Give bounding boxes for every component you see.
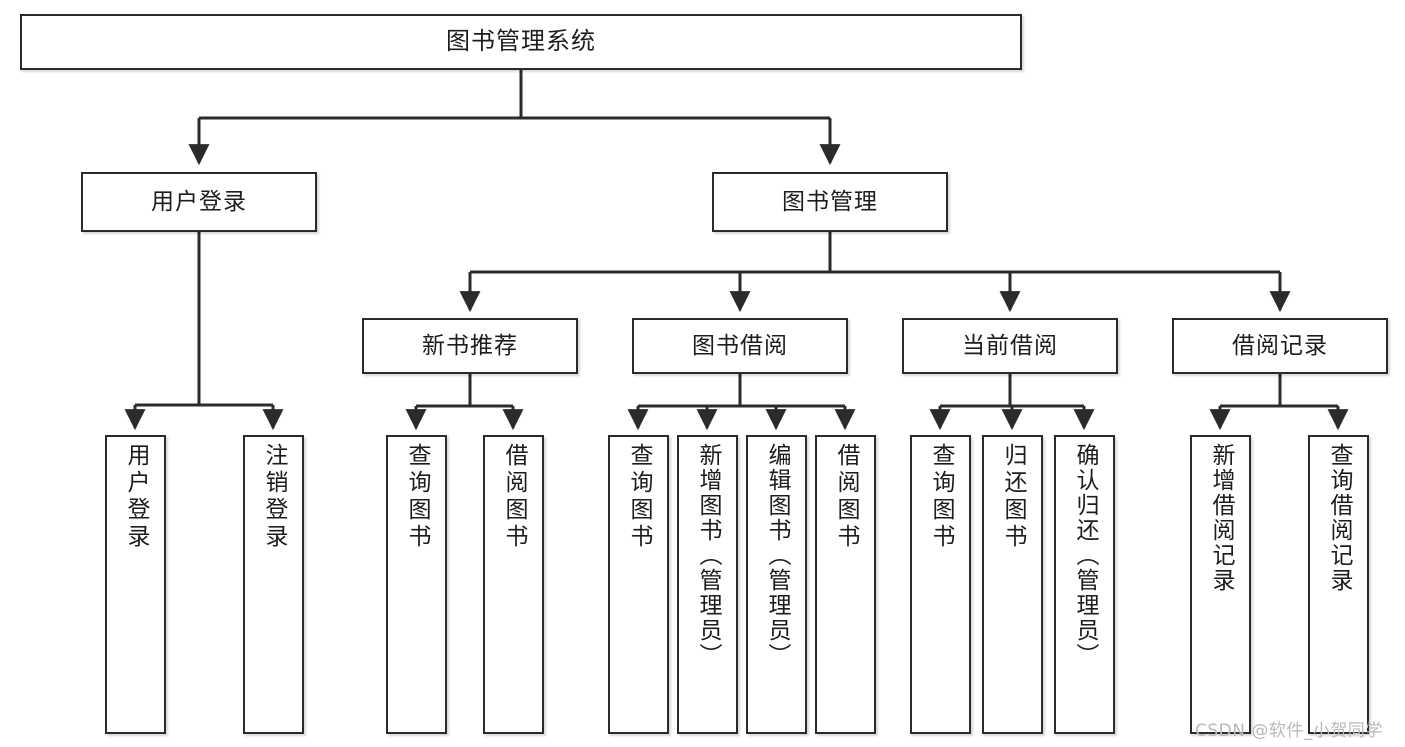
node-leaf-borrow-book-2[interactable]: 借阅图书 [815, 435, 876, 734]
node-leaf-return-book[interactable]: 归还图书 [982, 435, 1043, 734]
node-leaf-user-login-label: 用户登录 [123, 443, 149, 551]
node-book-borrow-label: 图书借阅 [692, 332, 788, 359]
node-leaf-query-book-3-label: 查询图书 [928, 443, 954, 551]
node-book-manage[interactable]: 图书管理 [712, 172, 948, 232]
node-leaf-borrow-book-2-label: 借阅图书 [833, 443, 859, 551]
node-leaf-user-logout-label: 注销登录 [261, 443, 287, 551]
node-leaf-query-book-3[interactable]: 查询图书 [910, 435, 971, 734]
node-user-login-label: 用户登录 [151, 188, 247, 215]
node-leaf-return-book-label: 归还图书 [1000, 443, 1026, 551]
node-current-borrow-label: 当前借阅 [962, 332, 1058, 359]
node-leaf-confirm-return[interactable]: 确认归还（管理员） [1054, 435, 1115, 734]
node-leaf-borrow-book-1[interactable]: 借阅图书 [483, 435, 544, 734]
node-borrow-record-label: 借阅记录 [1232, 332, 1328, 359]
node-user-login[interactable]: 用户登录 [81, 172, 317, 232]
node-leaf-edit-book-label: 编辑图书（管理员） [764, 443, 790, 668]
node-borrow-record[interactable]: 借阅记录 [1172, 318, 1388, 374]
node-leaf-query-book-2-label: 查询图书 [626, 443, 652, 551]
node-leaf-user-login[interactable]: 用户登录 [105, 435, 166, 734]
node-book-manage-label: 图书管理 [782, 188, 878, 215]
node-leaf-query-book-2[interactable]: 查询图书 [608, 435, 669, 734]
node-leaf-query-borrow-record-label: 查询借阅记录 [1326, 443, 1352, 593]
node-root[interactable]: 图书管理系统 [20, 14, 1022, 70]
node-root-label: 图书管理系统 [446, 27, 596, 56]
node-leaf-query-book-1-label: 查询图书 [404, 443, 430, 551]
node-leaf-query-book-1[interactable]: 查询图书 [386, 435, 447, 734]
node-leaf-add-borrow-record-label: 新增借阅记录 [1208, 443, 1234, 593]
node-leaf-borrow-book-1-label: 借阅图书 [501, 443, 527, 551]
node-new-book-recommend-label: 新书推荐 [422, 332, 518, 359]
node-leaf-confirm-return-label: 确认归还（管理员） [1072, 443, 1098, 668]
node-leaf-add-book[interactable]: 新增图书（管理员） [677, 435, 738, 734]
node-current-borrow[interactable]: 当前借阅 [902, 318, 1118, 374]
node-leaf-edit-book[interactable]: 编辑图书（管理员） [746, 435, 807, 734]
node-new-book-recommend[interactable]: 新书推荐 [362, 318, 578, 374]
node-leaf-add-borrow-record[interactable]: 新增借阅记录 [1190, 435, 1251, 734]
csdn-watermark: CSDN @软件_小贺同学 [1195, 721, 1383, 741]
node-leaf-add-book-label: 新增图书（管理员） [695, 443, 721, 668]
node-leaf-query-borrow-record[interactable]: 查询借阅记录 [1308, 435, 1369, 734]
node-leaf-user-logout[interactable]: 注销登录 [243, 435, 304, 734]
node-book-borrow[interactable]: 图书借阅 [632, 318, 848, 374]
